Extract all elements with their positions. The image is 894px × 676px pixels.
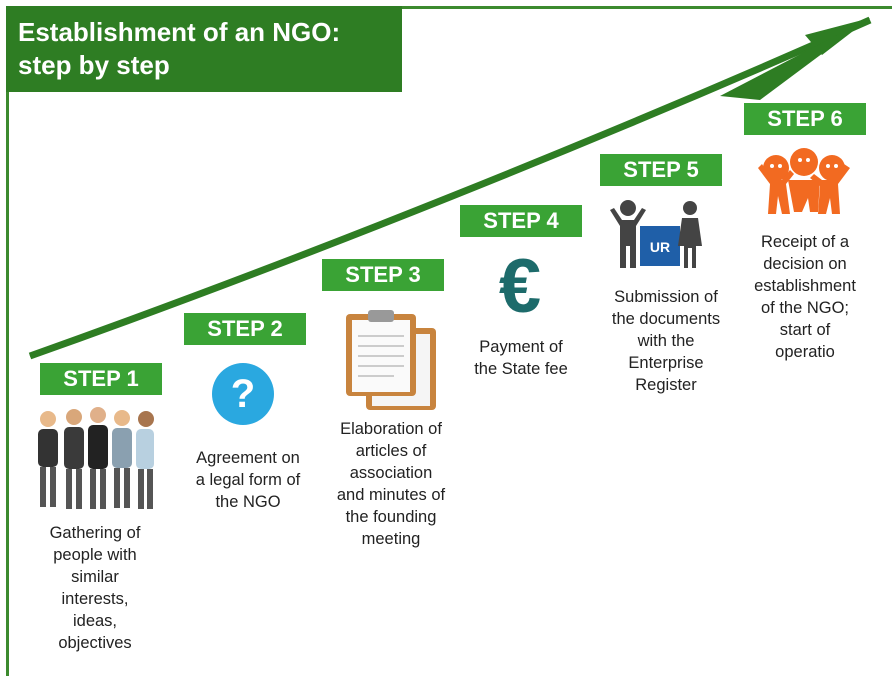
step-4-line: the State fee [474, 360, 568, 378]
step-3-text: Elaboration of articles of association a… [320, 418, 462, 550]
step-1-line: ideas, [72, 612, 118, 630]
step-4-line: Payment of [479, 338, 563, 356]
step-6-label: STEP 6 [744, 103, 866, 135]
step-6-text: Receipt of a decision on establishment o… [738, 231, 872, 363]
step-4-text: Payment of the State fee [456, 336, 586, 380]
step-2-text: Agreement on a legal form of the NGO [180, 447, 316, 513]
euro-icon: € [499, 248, 541, 324]
step-3-line: association [349, 464, 433, 482]
diagram-title: Establishment of an NGO: step by step [6, 6, 402, 92]
step-3-label: STEP 3 [322, 259, 444, 291]
celebrating-people-icon [758, 148, 850, 214]
register-icon: UR [610, 200, 702, 268]
step-3-line: Elaboration of [340, 420, 442, 438]
svg-text:€: € [499, 248, 541, 324]
step-4-label: STEP 4 [460, 205, 582, 237]
step-3-line: articles of [355, 442, 427, 460]
step-3-line: meeting [361, 530, 421, 548]
register-badge: UR [650, 239, 670, 255]
step-1-text: Gathering of people with similar interes… [30, 522, 160, 654]
people-group-icon [38, 407, 154, 509]
step-5-label: STEP 5 [600, 154, 722, 186]
step-5-line: Submission of [614, 288, 718, 306]
step-1-line: objectives [58, 634, 132, 652]
step-6-line: Receipt of a [760, 233, 850, 251]
question-icon: ? [212, 363, 274, 425]
svg-text:?: ? [231, 372, 255, 416]
step-5-line: Enterprise [628, 354, 704, 372]
title-line-2: step by step [18, 50, 170, 80]
step-1-line: similar [71, 568, 119, 586]
step-5-line: the documents [611, 310, 721, 328]
step-6-line: decision on [763, 255, 847, 273]
step-6-line: operatio [775, 343, 835, 361]
step-2-label: STEP 2 [184, 313, 306, 345]
clipboard-icon [346, 310, 436, 410]
step-5-text: Submission of the documents with the Ent… [596, 286, 736, 396]
diagram-frame [6, 6, 892, 676]
step-1-line: interests, [61, 590, 129, 608]
step-6-line: establishment [754, 277, 856, 295]
step-1-line: people with [53, 546, 137, 564]
title-line-1: Establishment of an NGO: [18, 17, 341, 47]
step-5-line: with the [637, 332, 695, 350]
step-3-line: the founding [345, 508, 437, 526]
step-1-label: STEP 1 [40, 363, 162, 395]
step-1-line: Gathering of [49, 524, 141, 542]
step-2-line: a legal form of [195, 471, 301, 489]
step-2-line: Agreement on [196, 449, 300, 467]
step-2-line: the NGO [215, 493, 281, 511]
step-5-line: Register [635, 376, 697, 394]
step-3-line: and minutes of [336, 486, 446, 504]
step-6-line: start of [779, 321, 831, 339]
step-6-line: of the NGO; [760, 299, 850, 317]
